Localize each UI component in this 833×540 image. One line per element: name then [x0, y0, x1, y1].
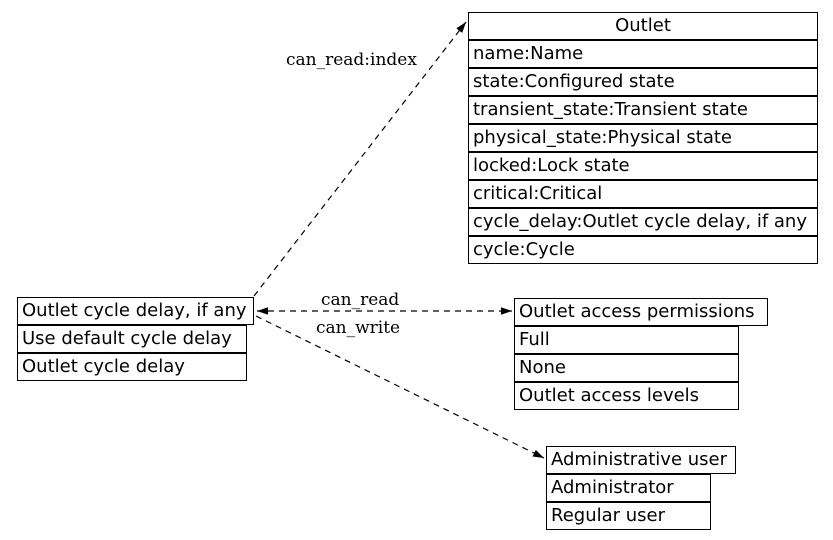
access-permissions-table-header: Outlet access permissions: [514, 298, 768, 326]
edge-label-can-read: can_read: [321, 290, 400, 310]
table-row: Regular user: [546, 502, 711, 530]
administrative-user-table-header: Administrative user: [546, 446, 736, 474]
cycle-delay-table-header: Outlet cycle delay, if any: [17, 297, 254, 325]
table-row: cycle:Cycle: [468, 236, 818, 264]
table-row: Full: [514, 326, 739, 354]
edge-label-can-read-index: can_read:index: [286, 50, 417, 70]
table-row: None: [514, 354, 739, 382]
table-row: transient_state:Transient state: [468, 96, 818, 124]
table-row: Use default cycle delay: [17, 325, 247, 353]
table-row: Administrator: [546, 474, 711, 502]
outlet-table-header: Outlet: [468, 12, 818, 40]
table-row: locked:Lock state: [468, 152, 818, 180]
table-row: Outlet cycle delay: [17, 353, 247, 381]
table-row: state:Configured state: [468, 68, 818, 96]
table-row: name:Name: [468, 40, 818, 68]
access-permissions-entity-table: Outlet access permissions Full None Outl…: [514, 298, 768, 410]
cycle-delay-entity-table: Outlet cycle delay, if any Use default c…: [17, 297, 254, 381]
table-row: physical_state:Physical state: [468, 124, 818, 152]
administrative-user-entity-table: Administrative user Administrator Regula…: [546, 446, 736, 530]
table-row: Outlet access levels: [514, 382, 739, 410]
table-row: critical:Critical: [468, 180, 818, 208]
table-row: cycle_delay:Outlet cycle delay, if any: [468, 208, 818, 236]
edge-label-can-write: can_write: [316, 318, 401, 338]
outlet-entity-table: Outlet name:Name state:Configured state …: [468, 12, 818, 264]
